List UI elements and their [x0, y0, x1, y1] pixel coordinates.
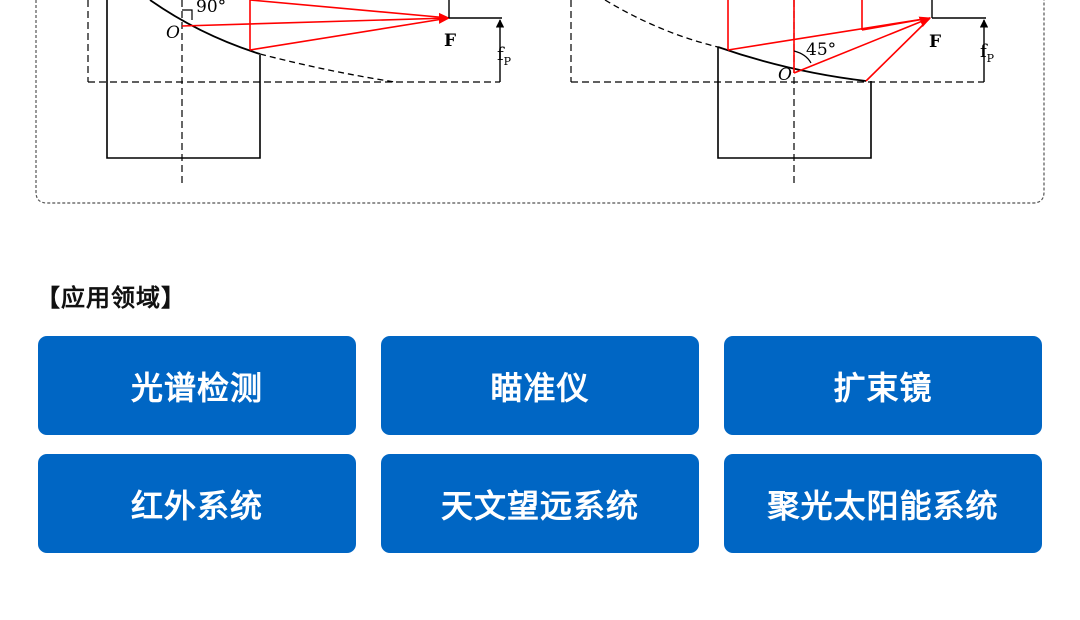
- left-mirror-diagram: 90° O F fP: [87, 0, 512, 184]
- left-ray-3: [249, 17, 450, 51]
- right-ray-4: [865, 17, 931, 82]
- right-angle-label: 45°: [806, 40, 836, 60]
- left-parabola-dashed: [259, 53, 396, 83]
- right-mirror-block: [717, 47, 872, 159]
- section-title: 【应用领域】: [36, 283, 186, 312]
- right-parabola-dashed: [604, 0, 719, 48]
- left-parabola-surface: [149, 0, 261, 55]
- right-focus-label: F: [929, 32, 941, 52]
- right-origin-label: O: [778, 65, 792, 85]
- left-right-angle-marker: [182, 9, 193, 20]
- right-focal-label: fP: [980, 41, 995, 65]
- right-ray-3: [861, 17, 931, 31]
- left-origin-label: O: [166, 23, 180, 43]
- app-card-spectroscopy[interactable]: 光谱检测: [38, 336, 356, 435]
- app-card-beam-expander[interactable]: 扩束镜: [724, 336, 1042, 435]
- diagram-frame: [35, 0, 1045, 204]
- app-card-concentrated-solar[interactable]: 聚光太阳能系统: [724, 454, 1042, 553]
- app-card-infrared[interactable]: 红外系统: [38, 454, 356, 553]
- app-card-astronomical-telescope[interactable]: 天文望远系统: [381, 454, 699, 553]
- right-ray-2: [793, 16, 932, 74]
- right-mirror-diagram: 45° O F fP: [570, 0, 995, 184]
- left-ray-1: [181, 12, 451, 27]
- left-focal-label: fP: [497, 44, 512, 68]
- right-angle-arc: [793, 50, 812, 64]
- left-focus-label: F: [444, 31, 456, 51]
- right-parabola-surface: [717, 46, 867, 82]
- app-card-collimator[interactable]: 瞄准仪: [381, 336, 699, 435]
- diagram-svg: 90° O F fP: [35, 0, 1045, 204]
- parabolic-mirror-diagram: 90° O F fP: [0, 0, 1080, 215]
- left-ray-2: [249, 0, 450, 19]
- left-angle-label: 90°: [196, 0, 226, 17]
- application-grid: 光谱检测 瞄准仪 扩束镜 红外系统 天文望远系统 聚光太阳能系统: [38, 336, 1042, 553]
- left-mirror-block: [106, 0, 261, 159]
